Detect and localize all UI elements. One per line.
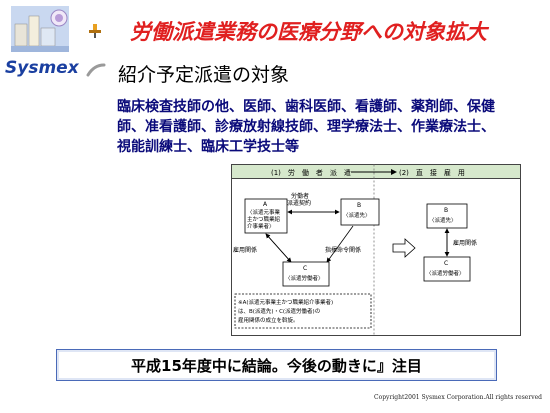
node-a-line: 〈派遣元事業 [247,208,281,216]
conclusion-text: 平成15年度中に結論。今後の動きに』注目 [131,356,422,375]
header-right-label: (2) 直 接 雇 用 [399,168,465,177]
logo-graphic-icon [11,6,69,52]
node-c-box [282,261,330,287]
sysmex-logo: Sysmex [3,2,79,78]
note-line: ※A(派遣元事業主かつ職業紹介事業者) [238,298,333,306]
body-line: 師、准看護師、診療放射線技師、理学療法士、作業療法士、 [117,119,495,135]
right-employment-label: 雇用関係 [453,239,477,247]
body-line: 視能訓練士、臨床工学技士等 [117,139,299,155]
body-text: 臨床検査技師の他、医師、歯科医師、看護師、薬剤師、保健 師、准看護師、診療放射線… [117,97,537,157]
copyright-notice: Copyright2001 Sysmex Corporation.All rig… [374,394,542,401]
node-b-label: 〈派遣先〉 [343,211,371,219]
note-box [234,293,372,329]
header-left-label: (1) 労 働 者 派 遣 [271,168,351,177]
b-to-c-arrow [326,225,354,263]
node-a-box [244,198,288,234]
employment-label: 雇用関係 [233,246,257,254]
right-node-b-box [426,203,468,229]
node-c-title: C [303,265,307,272]
page-title: 労働派遣業務の医療分野への対象拡大 [130,20,487,44]
node-a-line: 主かつ職業紹 [247,215,281,223]
node-c-label: 〈派遣労働者〉 [285,274,324,282]
right-node-b-label: 〈派遣先〉 [429,216,457,224]
node-a-line: 介事業者〉 [247,222,275,230]
note-line: 雇用関係の成立を斡旋。 [238,316,299,324]
node-b-title: B [357,202,361,209]
conclusion-box: 平成15年度中に結論。今後の動きに』注目 [56,349,497,381]
c-to-a-arrow [265,233,292,263]
node-b-box [340,198,380,226]
contract-label-2: 派遣契約 [287,199,311,207]
contract-label-1: 労働者 [291,192,309,200]
node-a-title: A [263,201,268,208]
section-subtitle: 紹介予定派遣の対象 [118,64,290,86]
command-label: 指揮命令関係 [325,246,361,254]
swoosh-bullet-icon [86,63,106,77]
right-node-b-title: B [444,207,448,214]
body-line: 臨床検査技師の他、医師、歯科医師、看護師、薬剤師、保健 [117,99,495,115]
dispatch-diagram: (1) 労 働 者 派 遣 (2) 直 接 雇 用 労働者 派遣契約 A 〈派遣… [231,164,521,336]
transition-arrow-icon [392,238,416,258]
logo-wordmark: Sysmex [5,58,79,78]
pin-bullet-icon [89,24,101,38]
right-node-c-box [423,256,471,282]
right-node-c-title: C [444,260,448,267]
right-node-c-label: 〈派遣労働者〉 [426,269,465,277]
note-line: は、B(派遣先)・C(派遣労働者)の [238,307,320,315]
